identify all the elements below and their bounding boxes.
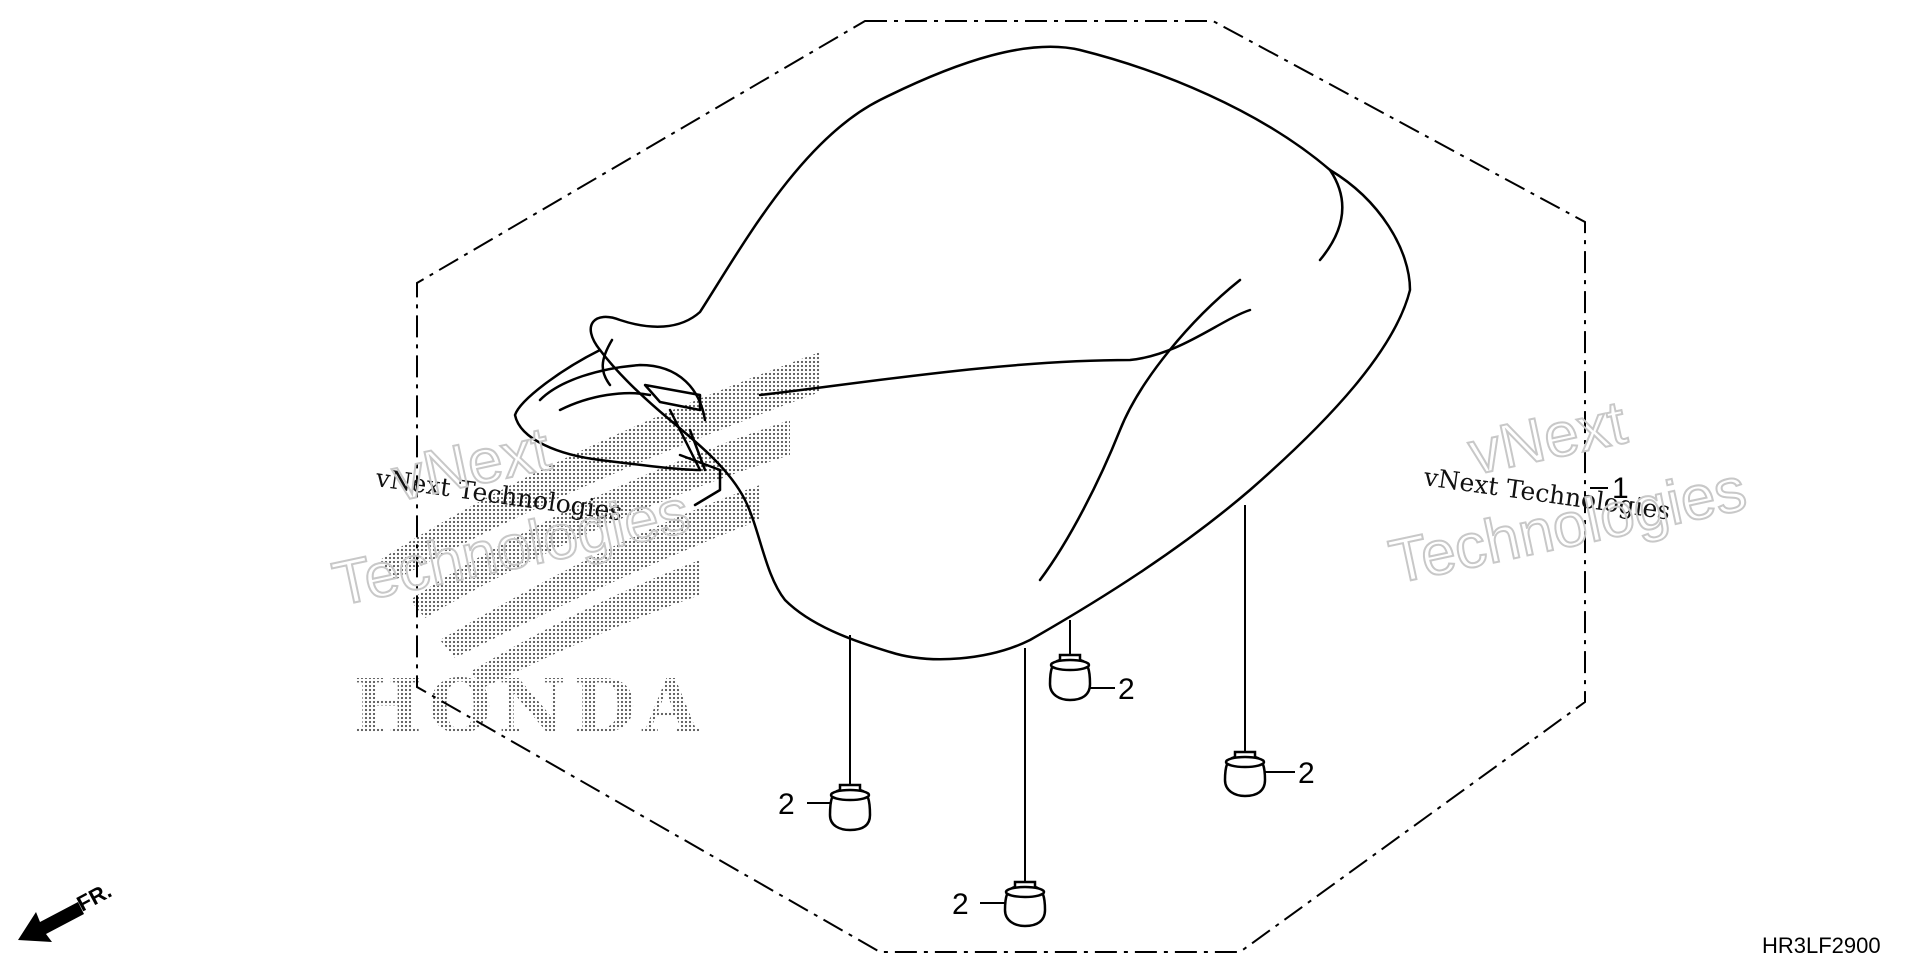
- assembly-boundary-hexagon: [416, 20, 1586, 953]
- rubber-cushion-b[interactable]: [1048, 653, 1092, 702]
- callout-cushion-d[interactable]: 2: [952, 888, 969, 921]
- rubber-cushion-a[interactable]: [828, 783, 872, 832]
- rubber-cushion-d[interactable]: [1003, 880, 1047, 928]
- diagram-part-code: HR3LF2900: [1762, 933, 1881, 958]
- callout-seat[interactable]: 1: [1612, 472, 1629, 505]
- callout-cushion-c[interactable]: 2: [1298, 757, 1315, 790]
- honda-logo-text: HONDA: [352, 664, 706, 750]
- svg-text:vNext: vNext: [1463, 388, 1632, 488]
- callout-cushion-a[interactable]: 2: [778, 788, 795, 821]
- front-direction-arrow-icon: [18, 902, 84, 942]
- honda-wing-logo: [380, 352, 820, 688]
- rubber-cushion-c[interactable]: [1223, 750, 1267, 798]
- seat-illustration: [513, 45, 1412, 661]
- leader-lines: [807, 487, 1608, 904]
- callout-cushion-b[interactable]: 2: [1118, 673, 1135, 706]
